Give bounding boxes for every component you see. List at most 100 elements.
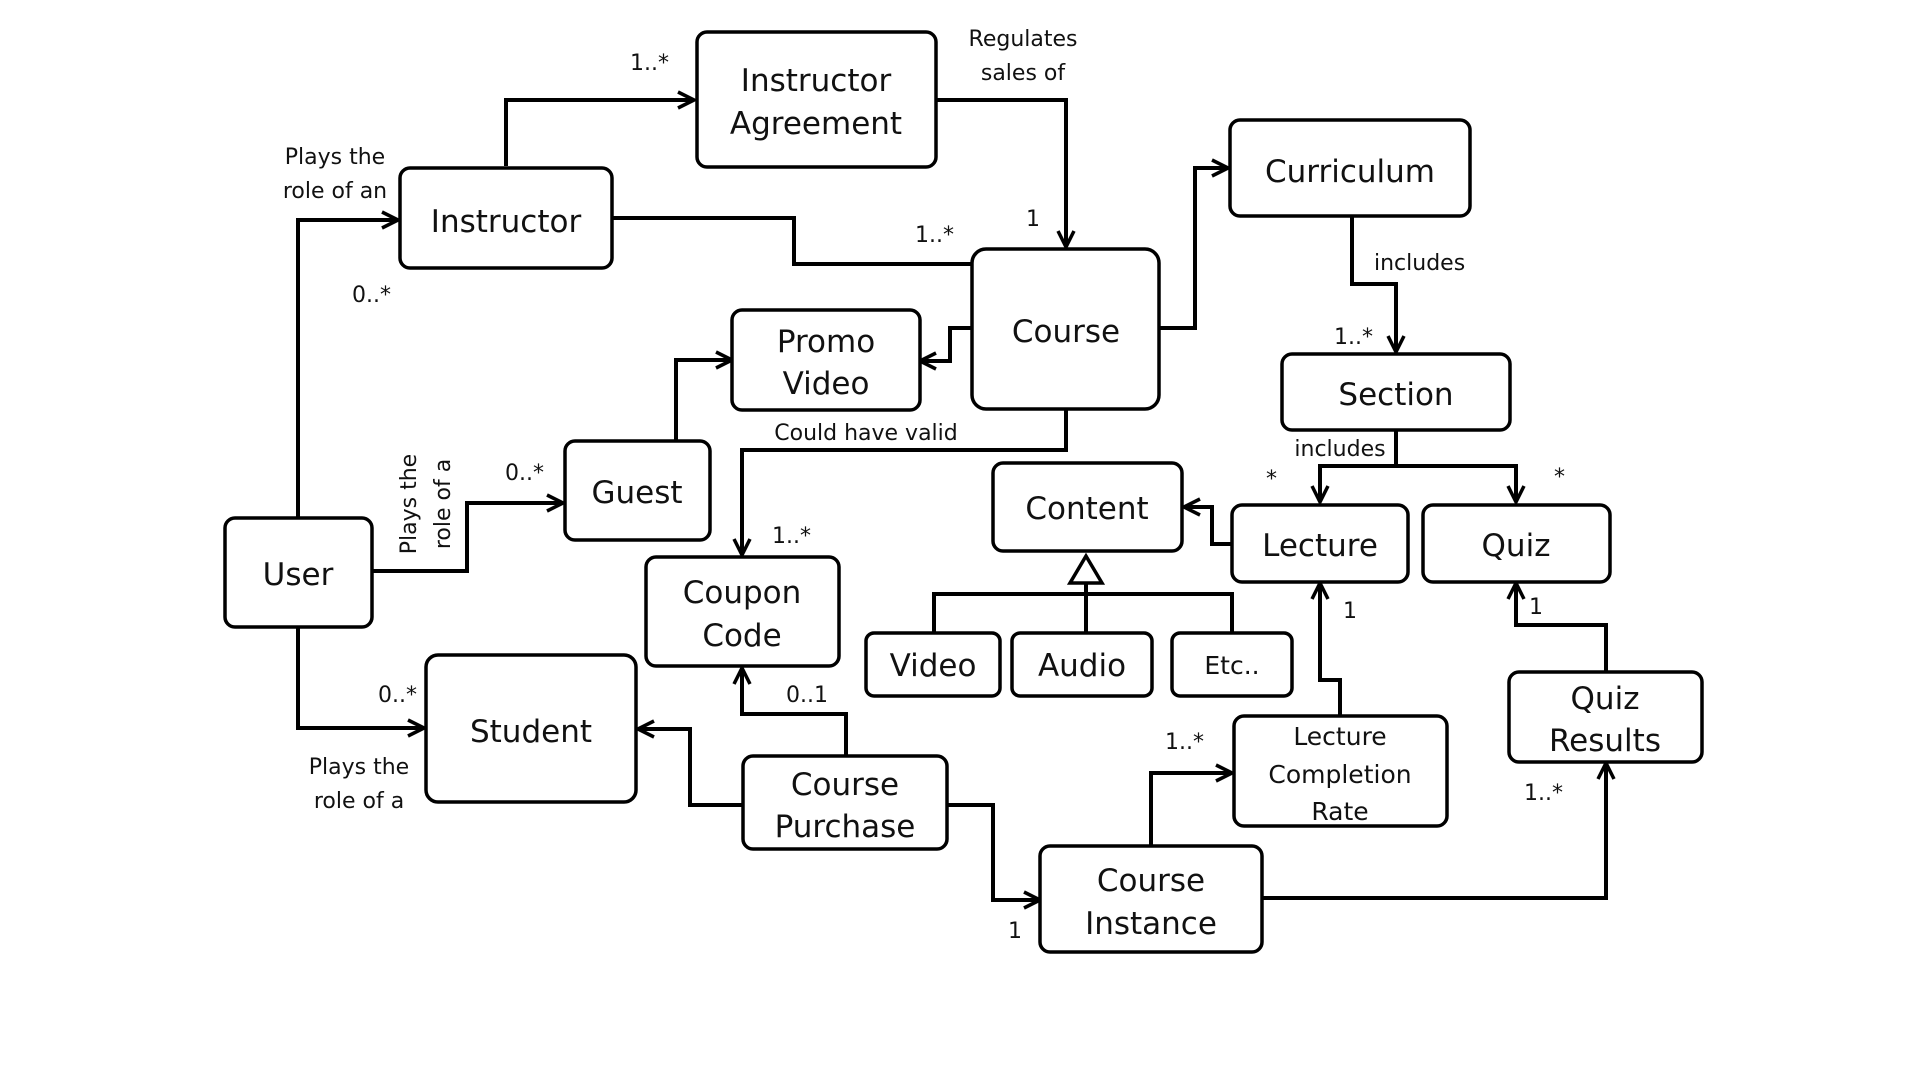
- course-instance-line-1: Course: [1097, 863, 1205, 899]
- mult-quiz: *: [1554, 465, 1565, 490]
- content-label: Content: [1025, 491, 1148, 527]
- edge-section-lecture: [1320, 430, 1398, 502]
- class-box-course-purchase[interactable]: Course Purchase: [741, 754, 949, 851]
- label-plays-instructor-line-1: Plays the: [285, 145, 385, 170]
- mult-user-student: 0..*: [378, 683, 417, 708]
- edge-curriculum-section: [1350, 216, 1396, 352]
- class-box-instructor[interactable]: Instructor: [398, 166, 614, 270]
- lecture-completion-line-3: Rate: [1311, 797, 1368, 826]
- instructor-agreement-line-2: Agreement: [730, 106, 902, 142]
- mult-user-guest: 0..*: [505, 461, 544, 486]
- label-plays-instructor-line-2: role of an: [283, 179, 387, 204]
- user-label: User: [263, 557, 334, 593]
- mult-instance: 1: [1008, 919, 1022, 944]
- coupon-code-line-2: Code: [702, 618, 781, 654]
- edge-instructor-course: [612, 216, 972, 266]
- section-label: Section: [1338, 377, 1453, 413]
- course-purchase-line-1: Course: [791, 767, 899, 803]
- promo-video-line-1: Promo: [777, 324, 875, 360]
- label-plays-guest-line-1: Plays the: [397, 454, 422, 554]
- class-box-curriculum[interactable]: Curriculum: [1228, 118, 1472, 218]
- edge-user-guest: [372, 503, 563, 573]
- guest-label: Guest: [591, 475, 682, 511]
- lecture-label: Lecture: [1262, 528, 1378, 564]
- class-box-lecture[interactable]: Lecture: [1230, 503, 1410, 584]
- generalization-triangle: [1066, 552, 1106, 585]
- lecture-completion-line-2: Completion: [1268, 760, 1411, 789]
- mult-course-agreement: 1: [1026, 207, 1040, 232]
- edge-instructor-agreement: [504, 100, 694, 166]
- edge-section-quiz: [1396, 464, 1516, 502]
- mult-results: 1..*: [1524, 781, 1563, 806]
- label-includes-curriculum: includes: [1374, 251, 1465, 276]
- class-box-coupon-code[interactable]: Coupon Code: [644, 555, 841, 668]
- class-box-video[interactable]: Video: [864, 631, 1002, 698]
- mult-lecture-one: 1: [1343, 599, 1357, 624]
- quiz-results-line-2: Results: [1549, 723, 1661, 759]
- class-box-course[interactable]: Course: [970, 247, 1161, 411]
- edge-user-student: [296, 627, 424, 728]
- edge-course-coupon: [742, 410, 1068, 555]
- instructor-label: Instructor: [431, 204, 582, 240]
- mult-section: 1..*: [1334, 325, 1373, 350]
- curriculum-label: Curriculum: [1265, 154, 1435, 190]
- edge-instance-results: [1262, 763, 1606, 900]
- class-box-section[interactable]: Section: [1280, 352, 1512, 432]
- edge-completion-lecture: [1320, 583, 1342, 716]
- class-box-content[interactable]: Content: [991, 461, 1184, 553]
- label-plays-student-line-2: role of a: [314, 789, 404, 814]
- quiz-results-line-1: Quiz: [1571, 681, 1640, 717]
- class-box-course-instance[interactable]: Course Instance: [1038, 844, 1264, 954]
- mult-lecture: *: [1266, 467, 1277, 492]
- class-box-etc[interactable]: Etc..: [1170, 631, 1294, 698]
- edge-content-generalization: [932, 583, 1234, 632]
- quiz-label: Quiz: [1482, 528, 1551, 564]
- class-box-audio[interactable]: Audio: [1010, 631, 1154, 698]
- lecture-completion-line-1: Lecture: [1293, 722, 1386, 751]
- mult-user-instructor: 0..*: [352, 283, 391, 308]
- edge-purchase-student: [638, 729, 743, 807]
- mult-course-instructor: 1..*: [915, 223, 954, 248]
- class-box-user[interactable]: User: [223, 516, 374, 629]
- edges: [296, 98, 1608, 900]
- edge-course-promo: [920, 326, 972, 361]
- mult-coupon: 1..*: [772, 524, 811, 549]
- edge-agreement-course: [936, 98, 1066, 247]
- label-regulates-line-2: sales of: [981, 61, 1067, 86]
- audio-label: Audio: [1038, 648, 1126, 684]
- label-plays-student-line-1: Plays the: [309, 755, 409, 780]
- class-box-lecture-completion-rate[interactable]: Lecture Completion Rate: [1232, 714, 1449, 828]
- edge-instance-completion: [1149, 773, 1232, 846]
- promo-video-line-2: Video: [783, 366, 870, 402]
- coupon-code-line-1: Coupon: [683, 575, 802, 611]
- class-box-quiz-results[interactable]: Quiz Results: [1507, 670, 1704, 764]
- edge-results-quiz: [1516, 583, 1608, 672]
- mult-quiz-one: 1: [1529, 595, 1543, 620]
- etc-label: Etc..: [1204, 651, 1259, 680]
- student-label: Student: [470, 714, 592, 750]
- mult-purchase-coupon: 0..1: [786, 683, 828, 708]
- class-box-student[interactable]: Student: [424, 653, 638, 804]
- course-purchase-line-2: Purchase: [775, 809, 916, 845]
- label-plays-guest-line-2: role of a: [431, 459, 456, 549]
- course-instance-line-2: Instance: [1085, 906, 1217, 942]
- class-box-guest[interactable]: Guest: [563, 439, 712, 542]
- class-box-quiz[interactable]: Quiz: [1421, 503, 1612, 584]
- edge-guest-promo: [674, 360, 732, 440]
- instructor-agreement-line-1: Instructor: [741, 63, 892, 99]
- mult-completion: 1..*: [1165, 730, 1204, 755]
- class-box-instructor-agreement[interactable]: Instructor Agreement: [695, 30, 938, 169]
- mult-agreement-instructor: 1..*: [630, 51, 669, 76]
- video-label: Video: [890, 648, 977, 684]
- edge-lecture-content: [1184, 507, 1232, 546]
- course-label: Course: [1012, 314, 1120, 350]
- class-box-promo-video[interactable]: Promo Video: [730, 308, 922, 412]
- label-could-have-valid: Could have valid: [774, 421, 958, 446]
- edge-purchase-instance: [947, 803, 1040, 900]
- edge-purchase-coupon: [742, 668, 848, 756]
- edge-course-curriculum: [1160, 168, 1228, 330]
- edge-user-instructor: [296, 220, 398, 518]
- label-regulates-line-1: Regulates: [969, 27, 1078, 52]
- label-includes-section: includes: [1294, 437, 1385, 462]
